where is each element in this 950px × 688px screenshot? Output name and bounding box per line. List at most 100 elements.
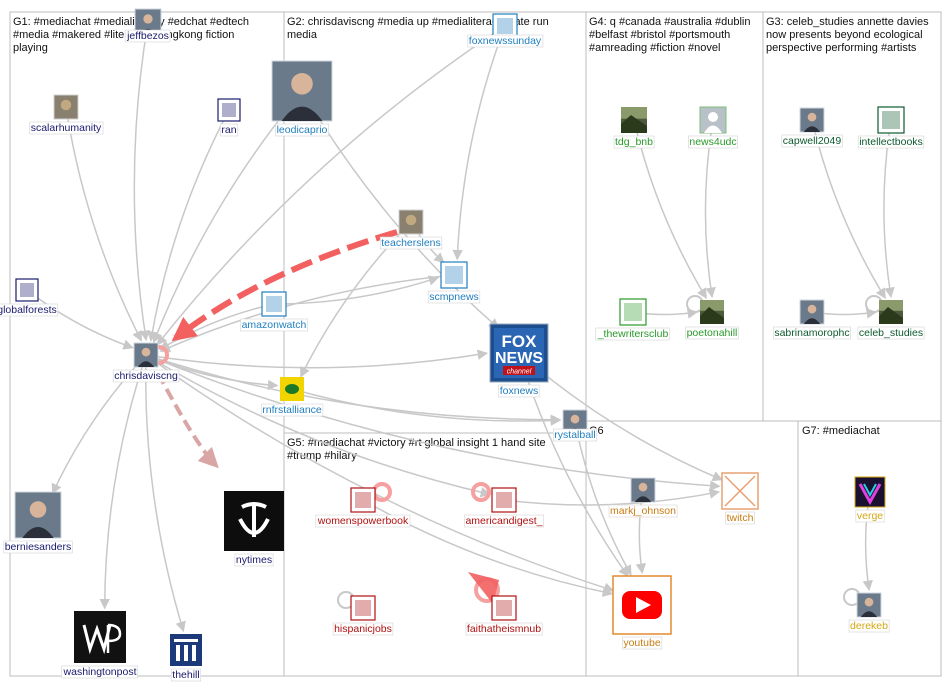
node-label-bg [685,326,739,340]
node-poetonahill[interactable]: poetonahill [685,300,739,340]
node-ran[interactable]: ran [217,98,241,137]
group-box-g4 [585,11,764,422]
node-label-bg [170,668,202,682]
node-intellectbooks[interactable]: intellectbooks [857,106,925,149]
highlight-edges-layer [156,229,499,604]
node-label-bg [61,665,138,679]
node-leodicaprio[interactable]: leodicaprio [271,60,333,137]
person-photo-icon [856,592,882,618]
edge-foxnewssunday-to-scmpnews [452,25,506,261]
node-tdg_bnb[interactable]: tdg_bnb [613,107,655,149]
node-crystalball[interactable]: rystalball [552,409,598,442]
missing-image-icon [721,472,759,510]
group-title-g4: G4: q #canada #australia #dublin #belfas… [589,16,754,54]
verge-logo-icon [854,476,886,508]
node-scmpnews[interactable]: scmpnews [427,261,481,304]
node-berniesanders[interactable]: berniesanders [3,491,73,554]
node-label-bg [315,514,411,528]
edge-globalforests-to-chrisdaviscng [26,289,134,350]
node-label: teacherslens [381,237,441,249]
node-news4udc[interactable]: news4udc [688,106,738,149]
edge-scalarhumanity-to-chrisdaviscng [65,106,143,342]
node-teacherslens[interactable]: teacherslens [379,209,443,250]
node-label-bg [613,135,655,149]
node-womenspowerbook[interactable]: womenspowerbook [315,487,411,528]
node-chrisdaviscng[interactable]: chrisdaviscng [112,342,180,383]
node-washingtonpost[interactable]: washingtonpost [61,611,138,679]
person-photo-icon [799,299,825,325]
node-markj_ohnson[interactable]: markj_ohnson [608,477,678,518]
edge-foxnewssunday-to-chrisdaviscng [156,25,506,346]
node-thehill[interactable]: thehill [170,634,202,682]
landscape-icon [879,300,903,324]
node-scalarhumanity[interactable]: scalarhumanity [29,94,104,135]
node-label: womenspowerbook [317,515,409,527]
youtube-logo-icon [612,575,672,635]
node-label-bg [220,123,239,137]
node-label-bg [29,121,104,135]
edge-chrisdaviscng-to-foxnews [145,349,489,369]
group-title-g2: G2: chrisdaviscng #media up #medialitera… [287,16,552,41]
node-label-bg [332,622,394,636]
node-twitch[interactable]: twitch [721,472,759,525]
logo-icon [217,98,241,122]
node-label: nytimes [236,554,272,566]
node-faithatheismnub[interactable]: faithatheismnub [465,595,543,636]
node-nytimes[interactable]: nytimes [224,491,284,567]
node-label: twitch [727,512,754,524]
node-label-bg [848,619,890,633]
edges-layer [26,21,895,633]
node-youtube[interactable]: youtube [612,575,672,650]
node-label-bg [275,123,329,137]
node-americandigest[interactable]: americandigest_ [464,487,544,528]
node-label-bg [622,636,663,650]
node-hispanicjobs[interactable]: hispanicjobs [332,595,394,636]
node-label-bg [379,236,443,250]
node-label: thehill [172,669,199,681]
edge-chrisdaviscng-to-youtube [145,354,615,593]
node-rnfrstalliance[interactable]: rnfrstalliance [260,377,324,417]
node-label-bg [464,514,544,528]
edge-chrisdaviscng-to-berniesanders [51,354,147,495]
node-label-bg [688,135,738,149]
node-globalforests[interactable]: globalforests [0,278,59,317]
node-foxnewssunday[interactable]: foxnewssunday [467,13,544,48]
node-capwell2049[interactable]: capwell2049 [781,107,843,148]
logo-icon [492,13,518,39]
nyt-logo-icon [224,491,284,551]
node-label: tdg_bnb [615,136,653,148]
node-label: rnfrstalliance [262,404,322,416]
node-label-bg [467,34,544,48]
node-label: chrisdaviscng [114,370,178,382]
node-amazonwatch[interactable]: amazonwatch [240,291,308,332]
node-label-bg [595,327,670,341]
node-label-bg [240,318,308,332]
logo-icon [261,291,287,317]
node-sabrinamorophc[interactable]: sabrinamorophc [773,299,851,340]
node-label-bg [725,511,755,525]
edge-ran-to-chrisdaviscng [147,109,230,342]
node-label: faithatheismnub [467,623,541,635]
node-label-bg [855,509,885,523]
node-verge[interactable]: verge [854,476,886,523]
node-label: leodicaprio [277,124,328,136]
node-label: jeffbezos [126,30,169,42]
node-thewritersclub[interactable]: _thewritersclub [595,298,670,341]
foxnews-logo-top: FOX [502,332,538,351]
node-label-bg [465,622,543,636]
logo-icon [440,261,468,289]
node-celeb_studies[interactable]: celeb_studies [857,300,925,340]
node-label: scalarhumanity [31,122,102,134]
edge-chrisdaviscng-to-washingtonpost [99,354,147,610]
frog-logo-icon [280,377,304,401]
node-label: verge [857,510,883,522]
edge-crystalball-to-youtube [574,421,632,576]
node-label-bg [0,303,59,317]
node-jeffbezos[interactable]: jeffbezos [124,8,171,43]
node-derekeb[interactable]: derekeb [848,592,890,633]
node-label-bg [234,553,274,567]
edge-chrisdaviscng-to-americandigest [145,354,492,498]
edge-jeffbezos-to-chrisdaviscng [133,21,150,342]
